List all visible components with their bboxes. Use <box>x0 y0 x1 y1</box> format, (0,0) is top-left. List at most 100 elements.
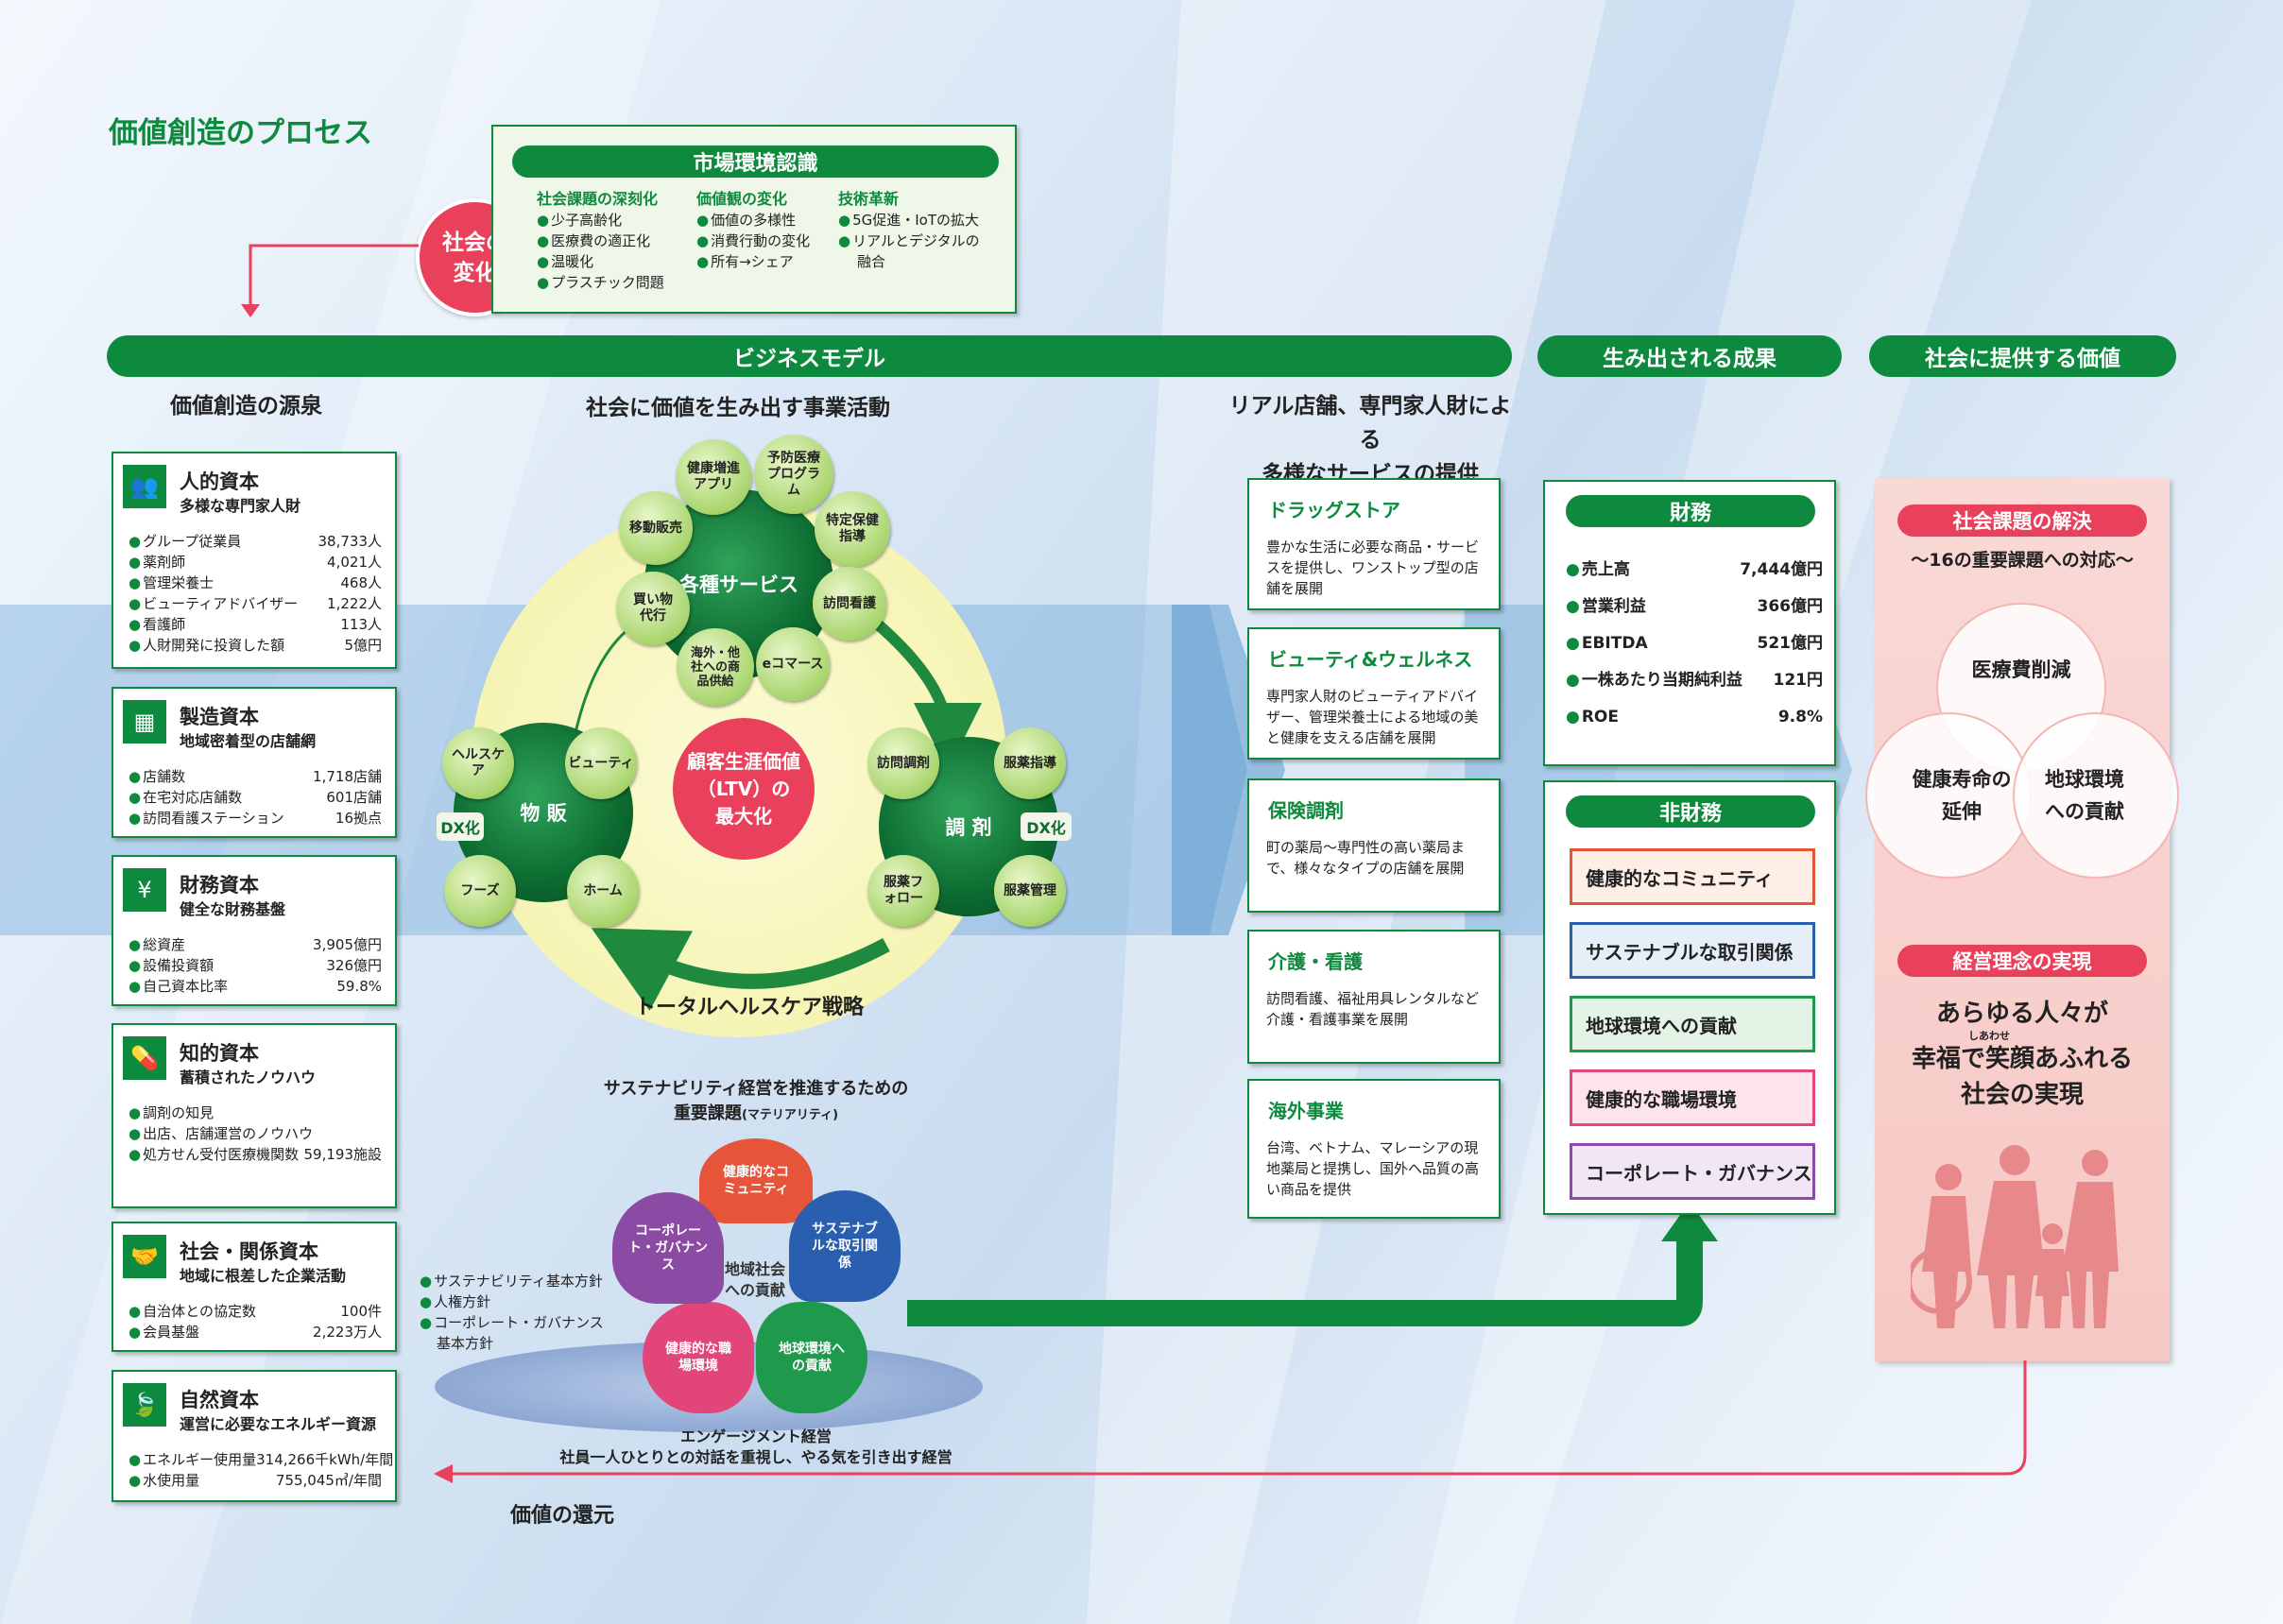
services-heading: リアル店舗、専門家人財による 多様なサービスの提供 <box>1228 389 1512 491</box>
solution-sub: ～16の重要課題への対応～ <box>1911 550 2134 571</box>
pill-icon: 💊 <box>123 1036 166 1080</box>
market-column-2: 価値観の変化 価値の多様性 消費行動の変化 所有→シェア <box>696 189 810 272</box>
ltv-line1: 顧客生涯価値 <box>687 749 800 773</box>
venn-left: 健康寿命の延伸 <box>1865 712 2032 879</box>
flow-arrow <box>907 1202 1718 1326</box>
materiality-title: サステナビリティ経営を推進するための 重要課題(マテリアリティ) <box>567 1077 945 1128</box>
service-title: ビューティ&ウェルネス <box>1268 648 1473 671</box>
service-card-drugstore: ドラッグストア 豊かな生活に必要な商品・サービスを提供し、ワンストップ型の店舗を… <box>1247 478 1501 610</box>
solution-title: 社会課題の解決 <box>1897 504 2147 537</box>
policy-item: コーポレート・ガバナンス <box>420 1312 604 1333</box>
materiality-item-trade: サステナブルな取引関係 <box>789 1190 901 1302</box>
materiality-item-governance: コーポレート・ガバナンス <box>612 1192 724 1304</box>
service-ball: 移動販売 <box>619 491 693 565</box>
handshake-icon: 🤝 <box>123 1235 166 1278</box>
services-heading-line1: リアル店舗、専門家人財による <box>1228 394 1512 453</box>
social-change-arrow <box>241 244 419 317</box>
engagement-line1: エンゲージメント経営 <box>680 1427 832 1445</box>
non-financial-card: 非財務 健康的なコミュニティ サステナブルな取引関係 地球環境への貢献 健康的な… <box>1543 780 1836 1215</box>
policy-item: サステナビリティ基本方針 <box>420 1271 604 1291</box>
ltv-line2: （LTV）の <box>696 777 791 800</box>
service-title: ドラッグストア <box>1268 499 1400 521</box>
social-value-panel: 社会課題の解決 ～16の重要課題への対応～ 医療費削減 健康寿命の延伸 地球環境… <box>1865 478 2179 1361</box>
ltv-center: 顧客生涯価値 （LTV）の 最大化 <box>673 718 815 860</box>
capital-title: 財務資本 <box>180 874 259 897</box>
return-arrow <box>434 1360 2027 1483</box>
capital-title: 知的資本 <box>180 1042 259 1065</box>
strategy-label: トータルヘルスケア戦略 <box>635 996 865 1019</box>
outcomes-bar: 生み出される成果 <box>1537 335 1842 377</box>
service-card-dispensing: 保険調剤 町の薬局～専門性の高い薬局まで、様々なタイプの店舗を展開 <box>1247 778 1501 913</box>
capital-row: 調剤の知見 <box>129 1103 382 1123</box>
business-model-bar: ビジネスモデル <box>107 335 1512 377</box>
policy-item: 基本方針 <box>437 1335 494 1352</box>
materiality-center: 地域社会 への貢献 <box>699 1238 811 1323</box>
capital-sub: 多様な専門家人財 <box>180 497 301 515</box>
materiality-title-line2: 重要課題 <box>673 1103 742 1123</box>
people-icon: 👥 <box>123 465 166 508</box>
capital-sub: 運営に必要なエネルギー資源 <box>180 1415 377 1433</box>
service-title: 介護・看護 <box>1268 950 1363 973</box>
materiality-title-suffix: (マテリアリティ) <box>741 1108 839 1122</box>
return-label: 価値の還元 <box>510 1504 615 1528</box>
service-card-beauty: ビューティ&ウェルネス 専門家人財のビューティアドバイザー、管理栄養士による地域… <box>1247 627 1501 760</box>
dispensing-ball: 訪問調剤 <box>867 727 939 799</box>
capital-card-natural: 🍃 自然資本 運営に必要なエネルギー資源 エネルギー使用量314,266千kWh… <box>112 1370 397 1502</box>
service-ball: 訪問看護 <box>813 567 886 641</box>
dispensing-ball: 服薬指導 <box>994 727 1066 799</box>
market-heading: 社会課題の深刻化 <box>537 190 659 208</box>
market-column-3: 技術革新 5G促進・IoTの拡大 リアルとデジタルの 融合 <box>838 189 980 272</box>
store-icon: ▦ <box>123 700 166 744</box>
non-financial-item: 健康的な職場環境 <box>1570 1069 1815 1126</box>
capital-sub: 蓄積されたノウハウ <box>180 1068 317 1086</box>
venn-right: 地球環境への貢献 <box>2013 712 2179 879</box>
materiality-item-community: 健康的なコミュニティ <box>699 1138 813 1223</box>
capital-title: 社会・関係資本 <box>180 1240 318 1263</box>
materiality-center-line1: 地域社会 <box>724 1260 785 1278</box>
ltv-line3: 最大化 <box>715 804 772 828</box>
market-item: リアルとデジタルの <box>838 231 980 251</box>
market-item: 5G促進・IoTの拡大 <box>838 210 980 231</box>
market-panel: 市場環境認識 社会課題の深刻化 少子高齢化 医療費の適正化 温暖化 プラスチック… <box>491 125 1017 314</box>
service-desc: 豊かな生活に必要な商品・サービスを提供し、ワンストップ型の店舗を展開 <box>1266 538 1480 597</box>
materiality-title-line1: サステナビリティ経営を推進するための <box>603 1079 909 1099</box>
dispensing-ball: 服薬管理 <box>994 855 1066 927</box>
non-financial-title: 非財務 <box>1566 795 1815 828</box>
engagement-line2: 社員一人ひとりとの対話を重視し、やる気を引き出す経営 <box>559 1448 953 1466</box>
market-heading: 技術革新 <box>838 190 900 208</box>
market-heading: 価値観の変化 <box>696 190 788 208</box>
market-item: 所有→シェア <box>696 251 810 272</box>
service-card-overseas: 海外事業 台湾、ベトナム、マレーシアの現地薬局と提携し、国外へ品質の高い商品を提… <box>1247 1079 1501 1219</box>
market-column-1: 社会課題の深刻化 少子高齢化 医療費の適正化 温暖化 プラスチック問題 <box>537 189 664 293</box>
sales-ball: フーズ <box>444 855 516 927</box>
market-item: 融合 <box>857 253 886 270</box>
capital-title: 製造資本 <box>180 706 259 728</box>
page-title: 価値創造のプロセス <box>109 116 372 150</box>
philosophy-line2: 幸福で笑顔あふれる <box>1911 1045 2133 1073</box>
materiality-item-workplace: 健康的な職場環境 <box>643 1302 754 1413</box>
service-desc: 台湾、ベトナム、マレーシアの現地薬局と提携し、国外へ品質の高い商品を提供 <box>1266 1139 1480 1198</box>
service-card-care: 介護・看護 訪問看護、福祉用具レンタルなど介護・看護事業を展開 <box>1247 930 1501 1064</box>
people-silhouette-icon <box>1911 1145 2119 1328</box>
capital-row: 出店、店舗運営のノウハウ <box>129 1123 382 1144</box>
philosophy-ruby: しあわせ <box>1968 1030 2010 1042</box>
service-desc: 専門家人財のビューティアドバイザー、管理栄養士による地域の美と健康を支える店舗を… <box>1266 688 1479 746</box>
service-ball: 予防医療プログラム <box>754 435 833 514</box>
service-ball: 特定保健指導 <box>815 491 890 567</box>
policy-item: 人権方針 <box>420 1291 604 1312</box>
philosophy-title: 経営理念の実現 <box>1897 945 2147 977</box>
